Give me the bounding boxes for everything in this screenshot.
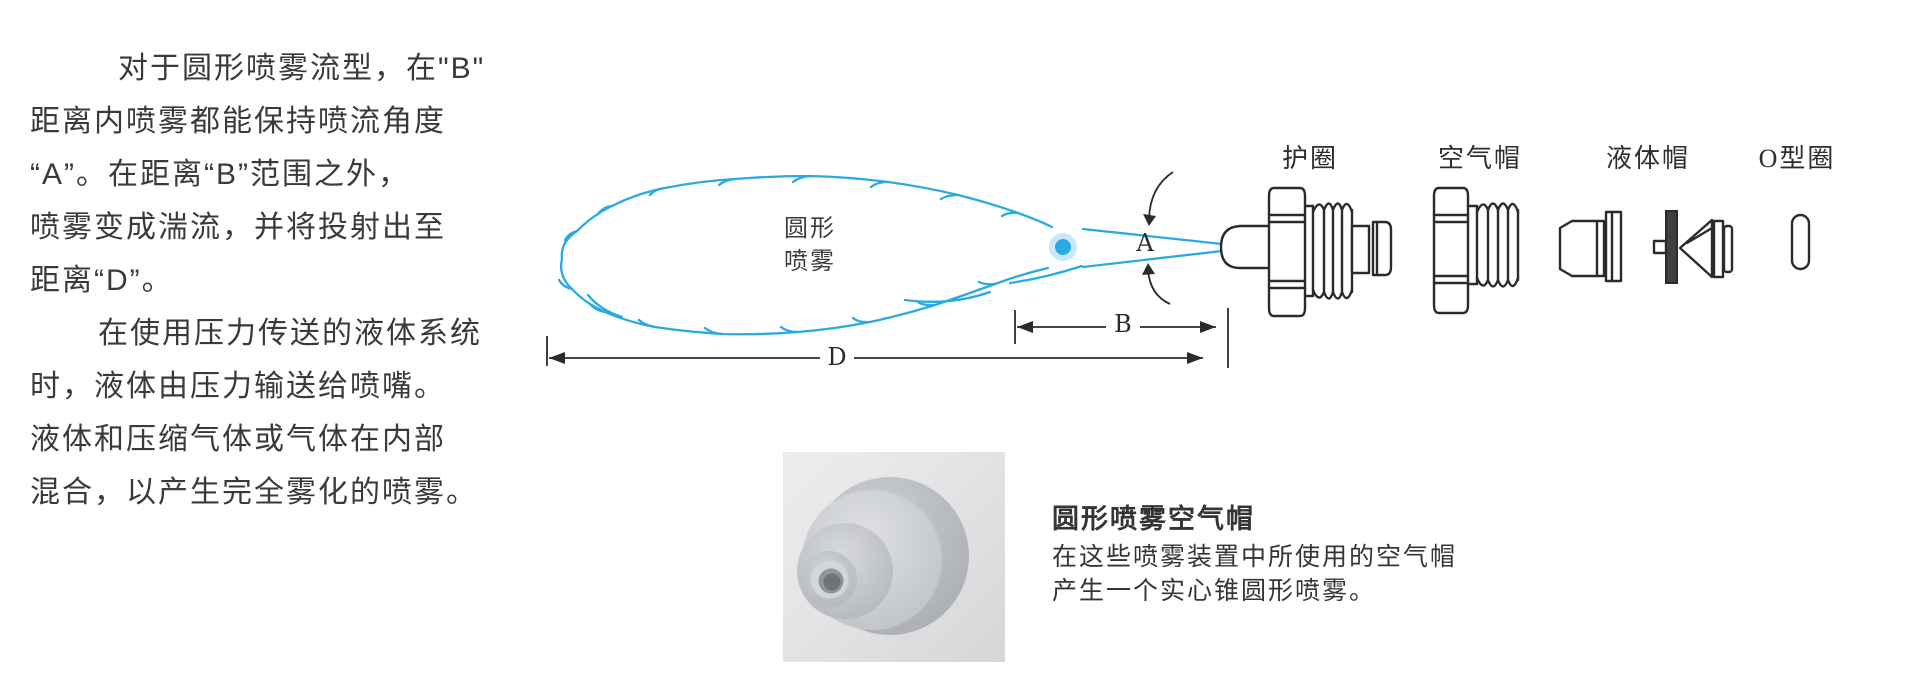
dimension-d-label: D: [827, 343, 847, 371]
part-label-o-ring: O型圈: [1758, 144, 1836, 173]
cloud-label: 圆形 喷雾: [768, 212, 852, 278]
photo-caption: 圆形喷雾空气帽 在这些喷雾装置中所使用的空气帽 产生一个实心锥圆形喷雾。: [1052, 502, 1532, 608]
part-label-retainer-ring: 护圈: [1281, 144, 1338, 173]
cloud-label-line: 圆形: [784, 215, 836, 242]
air-cap-drawing: [1432, 186, 1520, 315]
spray-cloud-outline: [557, 174, 1084, 336]
cloud-label-line: 喷雾: [784, 248, 836, 275]
paragraph-line: 在使用压力传送的液体系统: [98, 317, 482, 350]
air-cap-photo: [783, 452, 1005, 662]
paragraph-line: “A”。在距离“B”范围之外，: [30, 158, 410, 191]
paragraph-line: 液体和压缩气体或气体在内部: [30, 423, 446, 456]
paragraph-line: 对于圆形喷雾流型，在"B": [118, 52, 486, 85]
nozzle-assembly-drawing: [1219, 186, 1393, 318]
caption-title: 圆形喷雾空气帽: [1052, 504, 1255, 534]
spray-angle-lines: [1081, 227, 1224, 269]
part-label-liquid-cap: 液体帽: [1605, 144, 1690, 173]
paragraph-line: 时，液体由压力输送给喷嘴。: [30, 370, 446, 403]
paragraph-line: 距离“D”。: [30, 264, 174, 297]
dimension-b-label: B: [1114, 310, 1132, 338]
liquid-cap-drawing: [1558, 210, 1734, 284]
spray-center-dot: [1049, 233, 1077, 261]
part-label-air-cap: 空气帽: [1437, 144, 1522, 173]
caption-line: 在这些喷雾装置中所使用的空气帽: [1052, 543, 1458, 571]
angle-annotation-arrows: [1142, 171, 1174, 305]
paragraph-line: 距离内喷雾都能保持喷流角度: [30, 105, 446, 138]
dimension-d: [546, 336, 1203, 366]
dimension-b: [1014, 308, 1229, 368]
o-ring-drawing: [1790, 213, 1811, 271]
paragraph-line: 混合，以产生完全雾化的喷雾。: [30, 476, 478, 509]
caption-line: 产生一个实心锥圆形喷雾。: [1052, 577, 1377, 605]
paragraph-line: 喷雾变成湍流，并将投射出至: [30, 211, 446, 244]
description-paragraph: 对于圆形喷雾流型，在"B" 距离内喷雾都能保持喷流角度 “A”。在距离“B”范围…: [30, 42, 500, 519]
angle-a-label: A: [1136, 229, 1154, 257]
air-cap-photo-render: [797, 477, 969, 635]
